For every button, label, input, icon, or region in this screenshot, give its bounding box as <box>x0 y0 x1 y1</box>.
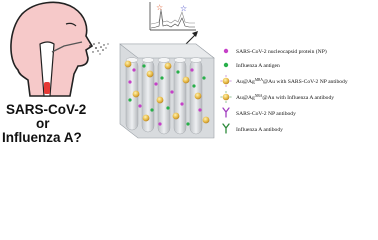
green-antibody-icon <box>222 123 230 134</box>
question-line-1: SARS-CoV-2 <box>6 102 86 117</box>
spectrum-trace-top <box>150 8 195 25</box>
legend-label-flu-antibody: Influenza A antibody <box>236 126 283 133</box>
swab-stick <box>51 41 83 53</box>
diagram-canvas: SARS-CoV-2 or Influenza A? ☆ ☆ <box>2 1 348 145</box>
legend-label-flu-antigen: Influenza A antigen <box>236 62 280 69</box>
scaffold-np-antigens <box>128 68 202 126</box>
legend: SARS-CoV-2 nucleocapsid protein (NP) Inf… <box>220 48 348 134</box>
legend-label-np-nanoparticle: Au@AgMBA@Au with SARS-CoV-2 NP antibody <box>236 78 348 85</box>
peak-marker-2: ☆ <box>180 4 187 13</box>
cough-spray <box>89 42 109 55</box>
gold-nanoparticle-icon <box>220 75 232 87</box>
eye-closed <box>65 22 77 27</box>
scaffold-flu-antigens <box>128 64 206 126</box>
throat-passage <box>39 41 55 97</box>
scaffold-nanoparticles <box>124 60 210 124</box>
peak-marker-1: ☆ <box>156 3 163 12</box>
legend-label-np: SARS-CoV-2 nucleocapsid protein (NP) <box>236 48 327 55</box>
spectrum-trace-bottom <box>150 9 195 29</box>
readout-arrow-head <box>192 31 198 37</box>
scaffold-top-face <box>119 43 215 59</box>
green-dot-icon <box>223 62 229 68</box>
sers-spectrum-inset: ☆ ☆ <box>149 2 198 45</box>
throat-infection-marker <box>44 82 50 94</box>
legend-label-np-antibody: SARS-CoV-2 NP antibody <box>236 111 296 117</box>
porous-scaffold <box>119 43 215 139</box>
purple-antibody-icon <box>222 107 230 118</box>
purple-dot-icon <box>223 48 229 54</box>
gold-nanoparticle-icon <box>220 91 232 103</box>
patient-head-illustration <box>10 1 109 97</box>
question-line-2: or <box>36 116 50 131</box>
question-line-3: Influenza A? <box>2 130 82 145</box>
legend-label-flu-nanoparticle: Au@AgNBA@Au with Influenza A antibody <box>236 94 334 101</box>
